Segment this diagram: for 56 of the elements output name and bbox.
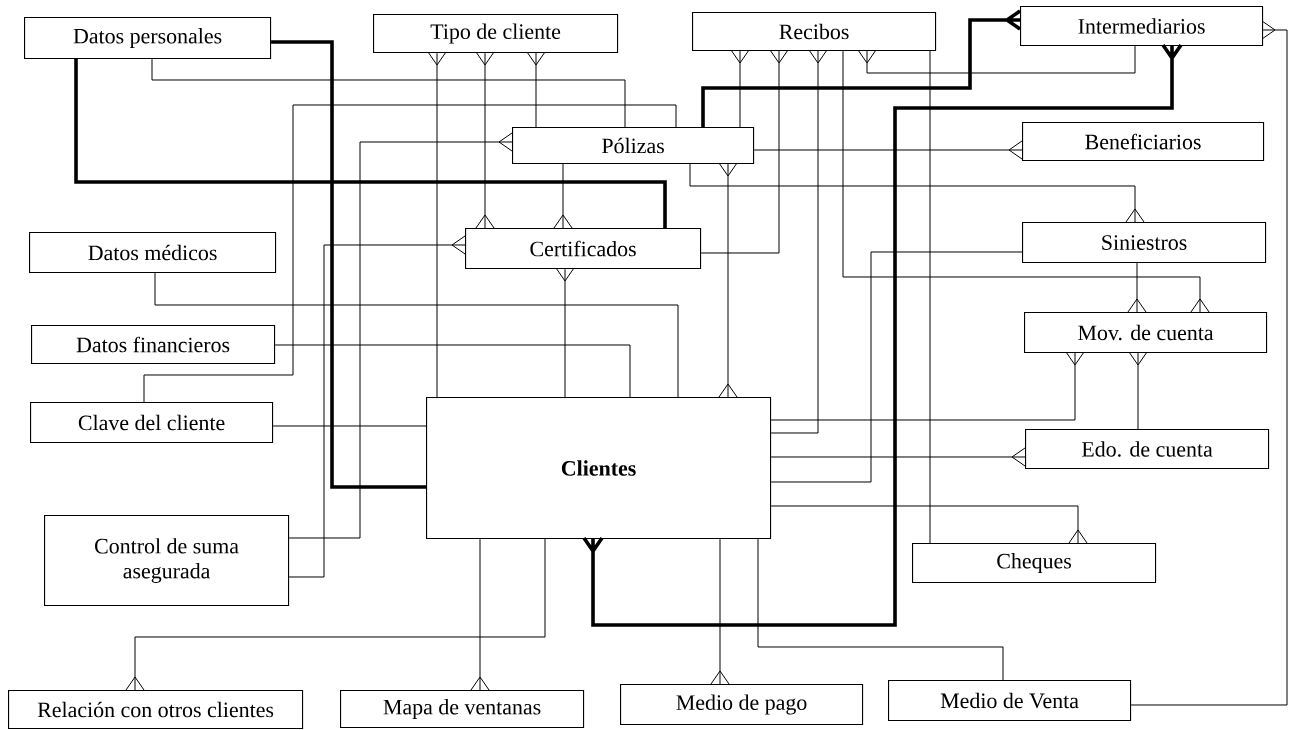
connector: [288, 132, 513, 539]
entity-box: Datos personales: [24, 17, 272, 60]
entity-box: Datos médicos: [29, 232, 277, 274]
connector: [288, 235, 466, 578]
connector: [553, 163, 573, 229]
connector: [753, 140, 1023, 160]
connector: [274, 344, 631, 398]
connector: [125, 538, 546, 691]
connector: [730, 49, 750, 128]
connector: [143, 104, 677, 403]
connector: [842, 50, 1210, 313]
connector: [689, 163, 1145, 223]
connector: [555, 267, 575, 398]
entity-box: Mov. de cuenta: [1024, 312, 1268, 354]
connector: [770, 251, 1023, 483]
connector: [1127, 262, 1147, 313]
entity-box: Pólizas: [512, 127, 755, 165]
entity-box: Medio de pago: [620, 684, 864, 726]
entity-box: Medio de Venta: [888, 680, 1132, 722]
entity-box: Beneficiarios: [1022, 122, 1265, 162]
entity-box: Recibos: [692, 12, 937, 52]
connector: [1128, 351, 1148, 430]
entity-box: Siniestros: [1022, 222, 1267, 264]
connector: [757, 538, 1004, 681]
connector: [272, 425, 427, 427]
connector: [770, 447, 1026, 467]
connector: [718, 162, 738, 398]
connector: [74, 59, 667, 228]
entity-box: Tipo de cliente: [373, 14, 619, 54]
connector: [770, 351, 1085, 421]
entity-box: Relación con otros clientes: [8, 690, 304, 730]
entity-box: Control de suma asegurada: [44, 515, 290, 607]
connector: [770, 49, 828, 434]
connector: [470, 538, 490, 691]
connector: [526, 51, 546, 128]
connector: [710, 538, 730, 685]
entity-box: Clientes: [426, 397, 772, 540]
connector: [857, 45, 1136, 74]
entity-box: Certificados: [465, 228, 702, 270]
connector: [582, 43, 1183, 627]
entity-box: Clave del cliente: [30, 402, 274, 444]
entity-box: Datos financieros: [31, 325, 276, 365]
connector: [700, 49, 789, 254]
entity-box: Edo. de cuenta: [1025, 429, 1270, 470]
connector: [475, 51, 495, 229]
connector: [427, 51, 447, 398]
entity-box: Mapa de ventanas: [340, 690, 585, 729]
connector: [1130, 20, 1288, 706]
connector: [151, 58, 626, 128]
entity-box: Intermediarios: [1020, 6, 1264, 47]
connector: [929, 50, 931, 544]
connector: [701, 9, 1022, 129]
connector: [271, 40, 426, 489]
entity-box: Cheques: [912, 543, 1157, 584]
connector: [154, 272, 679, 398]
connector: [770, 505, 1088, 544]
